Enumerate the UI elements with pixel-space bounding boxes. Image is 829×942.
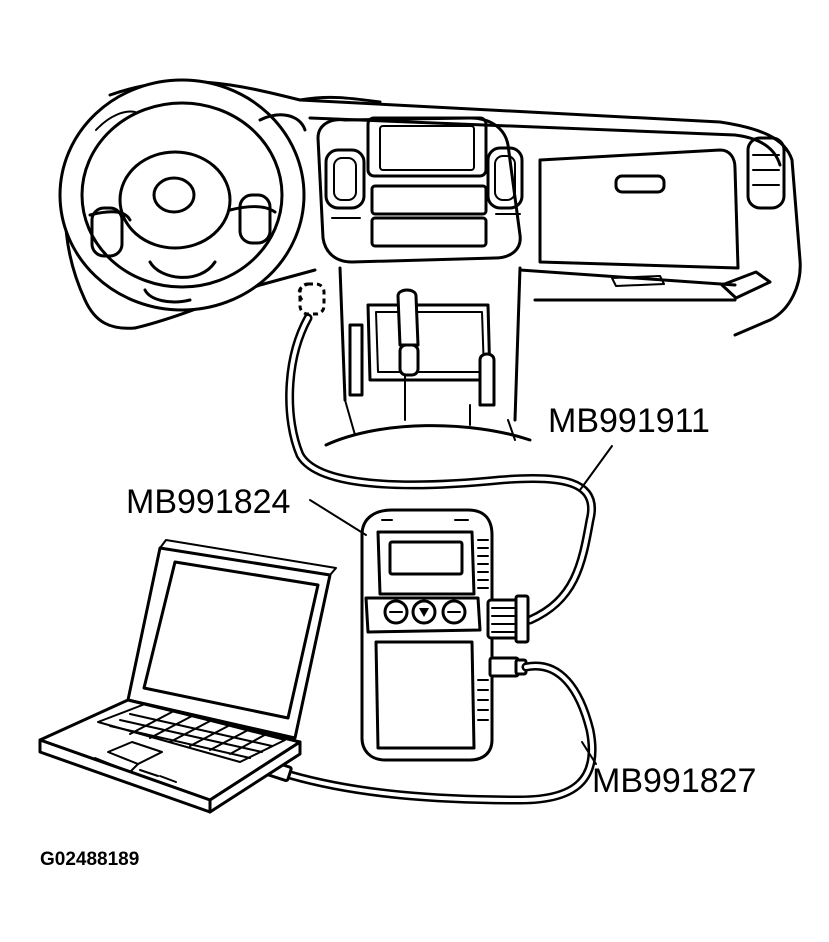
cable-vehicle-icon xyxy=(285,313,596,625)
label-scan-tool: MB991824 xyxy=(126,483,367,536)
cable-usb-icon xyxy=(265,661,597,805)
laptop-icon xyxy=(38,539,337,814)
figure-code: G02488189 xyxy=(40,849,139,870)
label-cable-usb: MB991827 xyxy=(581,741,756,800)
label-mb991824: MB991824 xyxy=(126,483,290,521)
scan-tool-icon xyxy=(360,508,530,762)
dashboard-icon xyxy=(63,80,802,447)
label-mb991911: MB991911 xyxy=(548,402,710,440)
diagnostic-connector-icon xyxy=(297,282,326,316)
label-cable-vehicle: MB991911 xyxy=(548,402,710,491)
label-mb991827: MB991827 xyxy=(592,762,756,800)
steering-wheel-icon xyxy=(58,78,307,312)
